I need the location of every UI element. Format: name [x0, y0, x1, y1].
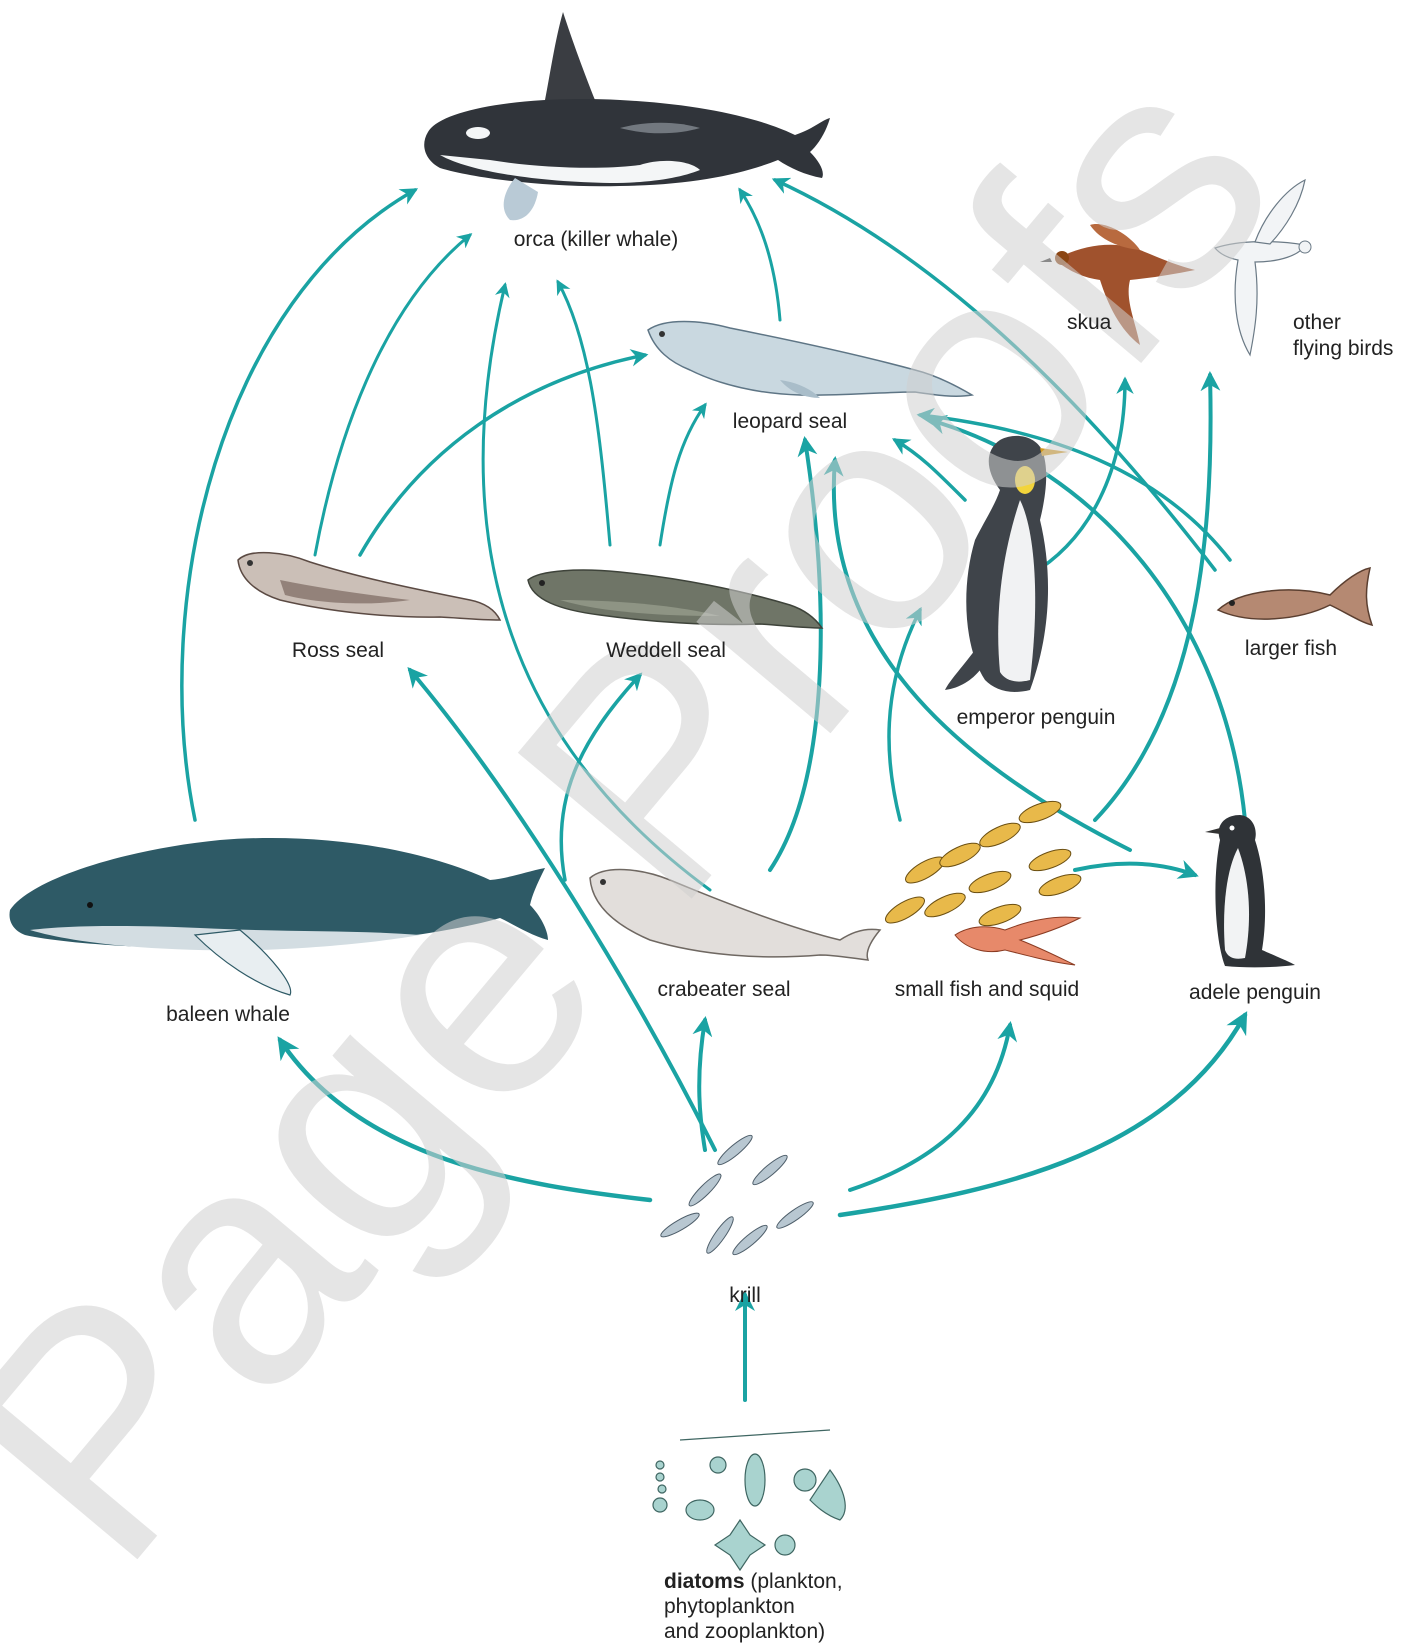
orca-icon	[424, 12, 830, 220]
label-skua: skua	[1067, 310, 1111, 336]
arrow-weddell-seal-orca	[558, 282, 610, 545]
krill-icon	[658, 1132, 815, 1258]
arrow-baleen-whale-orca	[182, 190, 415, 820]
label-diatoms-line3: and zooplankton)	[664, 1619, 825, 1645]
label-crabeater-seal: crabeater seal	[657, 977, 790, 1003]
label-adele-penguin: adele penguin	[1189, 980, 1321, 1006]
label-krill: krill	[729, 1283, 761, 1309]
plankton-icon	[653, 1430, 845, 1570]
label-larger-fish: larger fish	[1245, 636, 1337, 662]
label-orca: orca (killer whale)	[514, 227, 679, 253]
arrow-krill-small-fish	[850, 1025, 1010, 1190]
label-emperor-penguin: emperor penguin	[957, 705, 1116, 731]
label-small-fish-squid: small fish and squid	[895, 977, 1079, 1003]
adelie-penguin-icon	[1205, 815, 1295, 967]
label-other-birds-line1: other	[1293, 310, 1341, 336]
ross-seal-icon	[238, 553, 500, 620]
arrow-leopard-seal-orca	[740, 190, 780, 320]
label-diatoms: diatoms (plankton,	[664, 1569, 843, 1595]
label-baleen-whale: baleen whale	[166, 1002, 290, 1028]
label-diatoms-bold: diatoms	[664, 1570, 745, 1593]
fish-icon	[1218, 568, 1372, 625]
label-ross-seal: Ross seal	[292, 638, 384, 664]
squid-icon	[955, 917, 1080, 965]
fish-school-icon	[882, 797, 1083, 965]
arrow-small-fish-adele-penguin	[1075, 864, 1195, 875]
arrow-krill-adele-penguin	[840, 1015, 1245, 1215]
label-diatoms-line2: phytoplankton	[664, 1594, 795, 1620]
label-diatoms-rest: (plankton,	[745, 1570, 843, 1593]
label-leopard-seal: leopard seal	[733, 409, 847, 435]
label-other-birds-line2: flying birds	[1293, 336, 1393, 362]
label-weddell-seal: Weddell seal	[606, 638, 726, 664]
